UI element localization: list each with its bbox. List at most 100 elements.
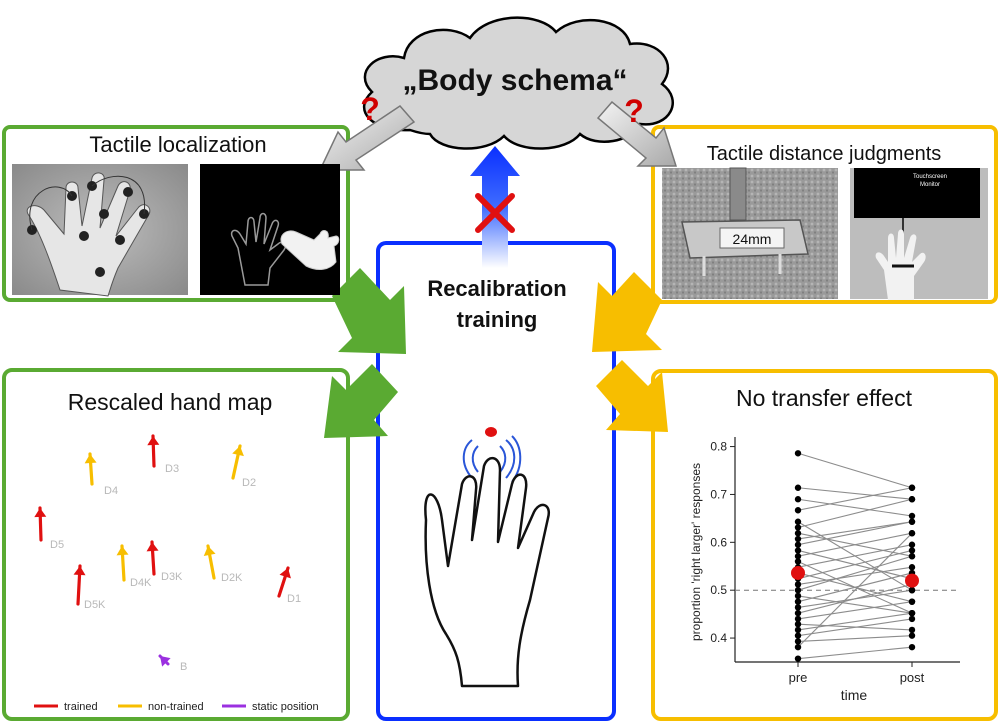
yellow-arrow-to-center <box>592 272 662 352</box>
chart-pair-line <box>797 487 913 511</box>
chart-point <box>794 609 802 617</box>
chart-pair-line <box>797 532 913 557</box>
chart-point <box>794 586 802 594</box>
chart-point <box>908 530 916 537</box>
chart-pair-line <box>797 583 913 614</box>
hand-map-label-d5k: D5K <box>84 599 106 611</box>
chart-point <box>908 541 916 548</box>
chart-y-tick-label: 0.6 <box>710 535 727 549</box>
legend-non-trained-label: non-trained <box>148 701 204 713</box>
hand-map-label-d3k: D3K <box>161 571 183 583</box>
chart-pair-line <box>797 572 913 603</box>
chart-point <box>908 598 916 605</box>
hand-map-arrowhead-b <box>160 656 171 667</box>
chart-point <box>908 626 916 634</box>
chart-pair-line <box>797 601 913 620</box>
monitor-label-line2: Monitor <box>920 182 940 188</box>
chart-point <box>794 541 802 548</box>
hand-map-arrowhead-d1 <box>279 568 291 579</box>
hand-map-legend: trained non-trained static position <box>34 701 319 713</box>
chart-point <box>908 547 916 554</box>
photo-touch-screen <box>200 164 340 295</box>
chart-y-tick-label: 0.8 <box>710 440 727 454</box>
chart-point <box>794 496 802 503</box>
hand-map-arrowhead-d5 <box>34 508 47 518</box>
chart-pair-line <box>797 566 913 585</box>
chart-point <box>794 450 802 457</box>
chart-point <box>794 581 802 588</box>
hand-map-label-d4: D4 <box>104 485 118 497</box>
chart-pair-line <box>797 521 913 546</box>
hand-map-arrowhead-d4k <box>116 546 129 556</box>
hand-map-arrowhead-d4 <box>84 454 97 464</box>
chart-pair-line <box>797 498 913 529</box>
chart-pair-line <box>797 646 913 660</box>
chart-pair-line <box>797 549 913 580</box>
chart-pair-line <box>797 498 913 517</box>
chart-point <box>794 558 802 565</box>
chart-pair-line <box>797 618 913 637</box>
chart-point <box>908 632 916 639</box>
title-no-transfer: No transfer effect <box>736 385 913 411</box>
chart-point <box>794 632 802 639</box>
hand-map-label-d2: D2 <box>242 477 256 489</box>
chart-point <box>794 530 802 537</box>
recalibration-title-line1: Recalibration <box>427 276 566 301</box>
hand-map-arrowhead-d2k <box>203 546 216 556</box>
chart-point <box>908 586 916 594</box>
chart-mean-point <box>905 573 919 588</box>
chart-y-label: proportion 'right larger' responses <box>689 463 703 641</box>
chart-point <box>794 592 802 600</box>
title-tactile-distance: Tactile distance judgments <box>707 143 942 165</box>
chart-pair-lines <box>797 452 913 660</box>
chart-x-tick-label: post <box>900 670 925 685</box>
chart-point <box>794 615 802 623</box>
body-schema-cloud: „Body schema“ <box>362 16 674 150</box>
chart-point <box>794 620 802 628</box>
legend-static-label: static position <box>252 701 319 713</box>
probe-label: 24mm <box>733 231 772 247</box>
red-x-icon <box>475 193 515 233</box>
blue-arrow-up <box>470 146 520 268</box>
chart-point <box>908 484 916 491</box>
chart-point <box>794 638 802 645</box>
touch-point-dot <box>485 427 497 437</box>
hand-map-label-d5: D5 <box>50 539 64 551</box>
chart-point <box>794 535 802 543</box>
green-arrow-to-hand-map <box>324 364 398 438</box>
chart-pair-line <box>797 612 913 631</box>
monitor-label-line1: Touchscreen <box>913 174 947 180</box>
chart-point <box>794 553 802 560</box>
chart-point <box>794 484 802 491</box>
chart-pair-line <box>797 521 913 540</box>
chart-point <box>794 518 802 525</box>
chart-point <box>794 604 802 611</box>
chart-point <box>908 518 916 525</box>
chart-point <box>794 598 802 605</box>
chart-point <box>794 524 802 531</box>
hand-map-label-d3: D3 <box>165 463 179 475</box>
hand-map-label-d4k: D4K <box>130 577 152 589</box>
recalibration-title-line2: training <box>457 307 538 332</box>
chart-pair-line <box>797 555 913 591</box>
chart-point <box>908 512 916 520</box>
chart-y-ticks: 0.40.50.60.70.8 <box>710 440 735 645</box>
hand-map-label-b: B <box>180 661 187 673</box>
title-hand-map: Rescaled hand map <box>68 389 273 415</box>
chart-point <box>794 507 802 514</box>
photo-distance-probe: 24mm <box>662 167 838 299</box>
chart-point <box>794 626 802 634</box>
photo-hand-markers <box>12 164 188 297</box>
chart-point <box>908 553 916 560</box>
chart-y-tick-label: 0.7 <box>710 487 727 501</box>
chart-x-tick-label: pre <box>789 670 808 685</box>
chart-point <box>794 643 802 651</box>
chart-mean-point <box>791 565 805 580</box>
photo-monitor-hand: Touchscreen Monitor <box>850 168 988 300</box>
chart-points <box>791 450 919 662</box>
chart-pair-line <box>797 635 913 642</box>
chart-point <box>908 564 916 571</box>
cloud-title: „Body schema“ <box>402 64 627 97</box>
